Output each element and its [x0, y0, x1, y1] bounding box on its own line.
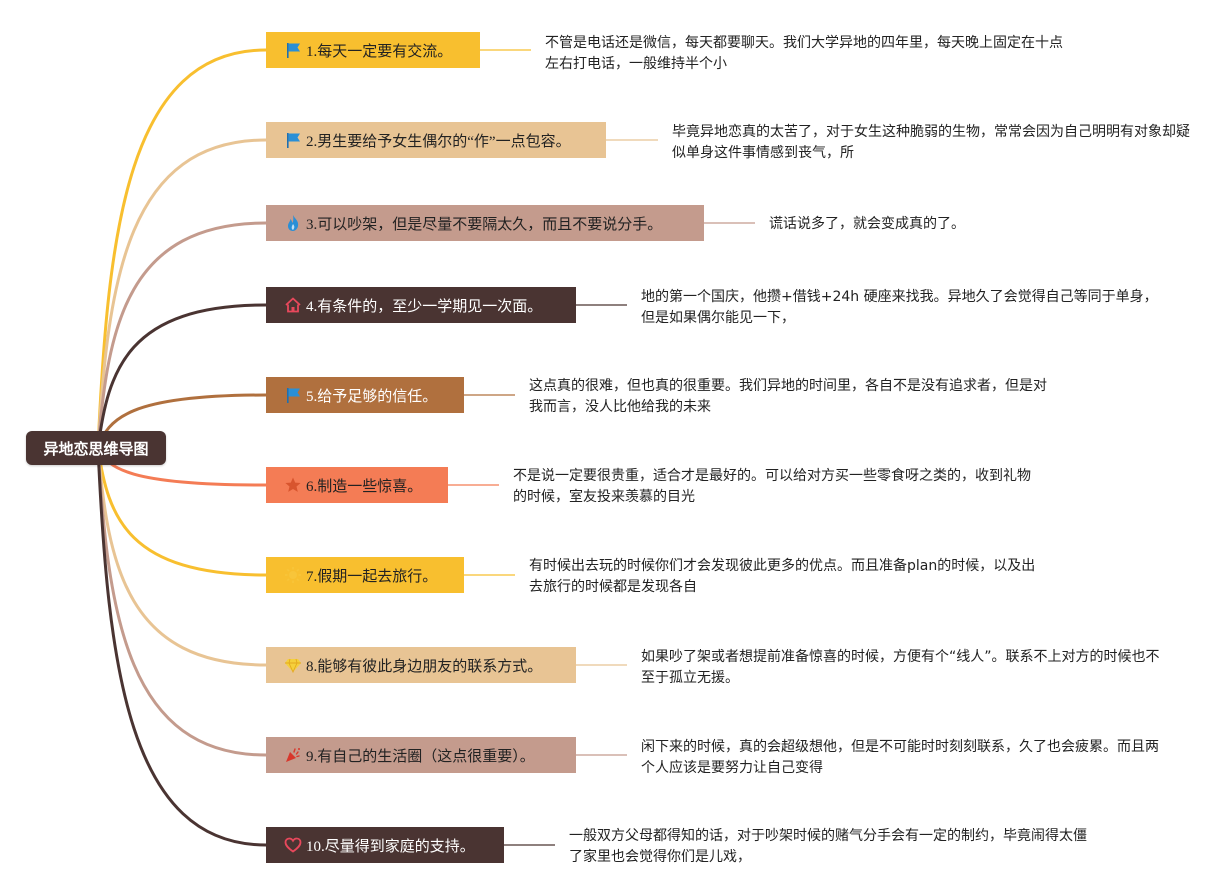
branch-node-5[interactable]: 5.给予足够的信任。	[266, 377, 464, 413]
branch-node-7[interactable]: 7.假期一起去旅行。	[266, 557, 464, 593]
branch-label: 10.尽量得到家庭的支持。	[306, 838, 475, 855]
root-node[interactable]: 异地恋思维导图	[26, 431, 166, 465]
connector-9	[96, 447, 267, 757]
branch-note-7: 有时候出去玩的时候你们才会发现彼此更多的优点。而且准备plan的时候，以及出去旅…	[529, 558, 1036, 595]
connector-8	[96, 447, 267, 667]
branch-label: 2.男生要给予女生偶尔的“作”一点包容。	[306, 133, 571, 150]
fire-icon	[282, 212, 304, 234]
branch-label: 5.给予足够的信任。	[306, 388, 438, 405]
branch-node-3[interactable]: 3.可以吵架，但是尽量不要隔太久，而且不要说分手。	[266, 205, 704, 241]
connector-1	[96, 48, 267, 449]
branch-node-8[interactable]: 8.能够有彼此身边朋友的联系方式。	[266, 647, 576, 683]
branch-node-10[interactable]: 10.尽量得到家庭的支持。	[266, 827, 504, 863]
branch-node-2[interactable]: 2.男生要给予女生偶尔的“作”一点包容。	[266, 122, 606, 158]
branch-node-6[interactable]: 6.制造一些惊喜。	[266, 467, 448, 503]
heart-icon	[282, 834, 304, 856]
branch-node-4[interactable]: 4.有条件的，至少一学期见一次面。	[266, 287, 576, 323]
flag-icon	[282, 129, 304, 151]
branch-note-8: 如果吵了架或者想提前准备惊喜的时候，方便有个“线人”。联系不上对方的时候也不至于…	[641, 649, 1160, 686]
branch-note-9: 闲下来的时候，真的会超级想他，但是不可能时时刻刻联系，久了也会疲累。而且两个人应…	[641, 739, 1159, 776]
connector-4	[96, 303, 267, 449]
branch-label: 6.制造一些惊喜。	[306, 478, 423, 495]
diamond-icon	[282, 654, 304, 676]
flag-icon	[282, 384, 304, 406]
branch-note-6: 不是说一定要很贵重，适合才是最好的。可以给对方买一些零食呀之类的，收到礼物的时候…	[513, 468, 1031, 505]
branch-label: 9.有自己的生活圈（这点很重要）。	[306, 748, 535, 765]
branch-note-5: 这点真的很难，但也真的很重要。我们异地的时间里，各自不是没有追求者，但是对我而言…	[529, 378, 1047, 415]
connector-10	[96, 447, 267, 847]
sun-icon	[282, 564, 304, 586]
branch-node-9[interactable]: 9.有自己的生活圈（这点很重要）。	[266, 737, 576, 773]
branch-label: 3.可以吵架，但是尽量不要隔太久，而且不要说分手。	[306, 216, 663, 233]
branch-note-4: 地的第一个国庆，他攒+借钱+24h 硬座来找我。异地久了会觉得自己等同于单身，但…	[641, 289, 1158, 326]
flag-icon	[282, 39, 304, 61]
branch-label: 4.有条件的，至少一学期见一次面。	[306, 298, 543, 315]
connector-3	[96, 221, 267, 449]
home-icon	[282, 294, 304, 316]
root-label: 异地恋思维导图	[43, 439, 149, 458]
branch-label: 1.每天一定要有交流。	[306, 43, 453, 60]
branch-label: 8.能够有彼此身边朋友的联系方式。	[306, 658, 543, 675]
connector-2	[96, 138, 267, 449]
branch-note-1: 不管是电话还是微信，每天都要聊天。我们大学异地的四年里，每天晚上固定在十点左右打…	[545, 35, 1063, 72]
connector-7	[96, 447, 267, 577]
branch-note-2: 毕竟异地恋真的太苦了，对于女生这种脆弱的生物，常常会因为自己明明有对象却疑似单身…	[672, 124, 1190, 161]
star-icon	[282, 474, 304, 496]
party-icon	[282, 744, 304, 766]
branch-label: 7.假期一起去旅行。	[306, 568, 438, 585]
branch-note-10: 一般双方父母都得知的话，对于吵架时候的赌气分手会有一定的制约，毕竟闹得太僵了家里…	[569, 828, 1087, 865]
branch-node-1[interactable]: 1.每天一定要有交流。	[266, 32, 480, 68]
branch-note-3: 谎话说多了，就会变成真的了。	[769, 216, 965, 232]
